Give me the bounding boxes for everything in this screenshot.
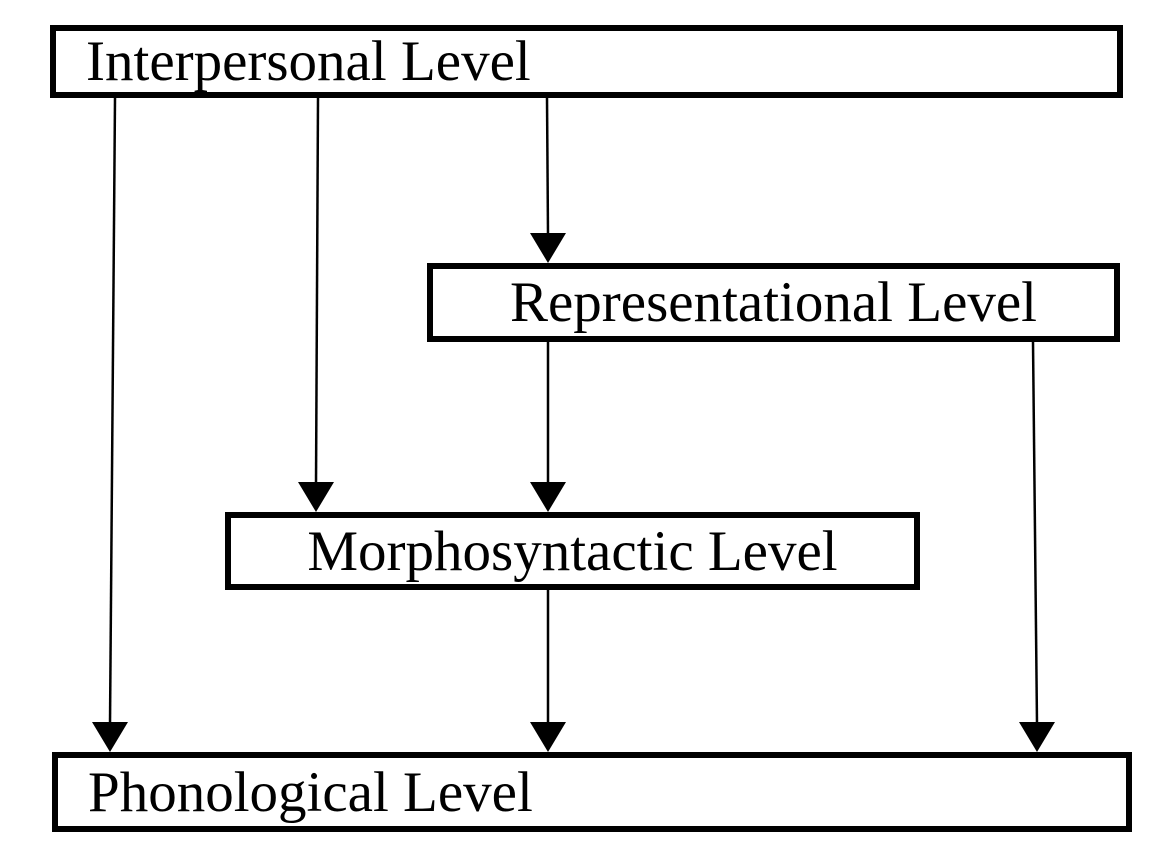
arrow-interpersonal-to-phonological [92, 97, 128, 752]
arrow-representational-to-morphosyntactic [530, 342, 566, 512]
node-interpersonal-label: Interpersonal Level [86, 30, 531, 93]
node-interpersonal-level: Interpersonal Level [50, 25, 1123, 98]
node-morphosyntactic-label: Morphosyntactic Level [307, 519, 838, 583]
arrow-interpersonal-to-representational [530, 97, 566, 263]
arrow-morphosyntactic-to-phonological [530, 590, 566, 752]
node-phonological-level: Phonological Level [52, 752, 1132, 832]
node-representational-level: Representational Level [427, 263, 1120, 342]
arrow-interpersonal-to-morphosyntactic [298, 97, 334, 512]
node-morphosyntactic-level: Morphosyntactic Level [225, 512, 920, 590]
node-representational-label: Representational Level [509, 271, 1038, 334]
arrow-representational-to-phonological [1019, 341, 1055, 752]
node-phonological-label: Phonological Level [88, 760, 533, 824]
